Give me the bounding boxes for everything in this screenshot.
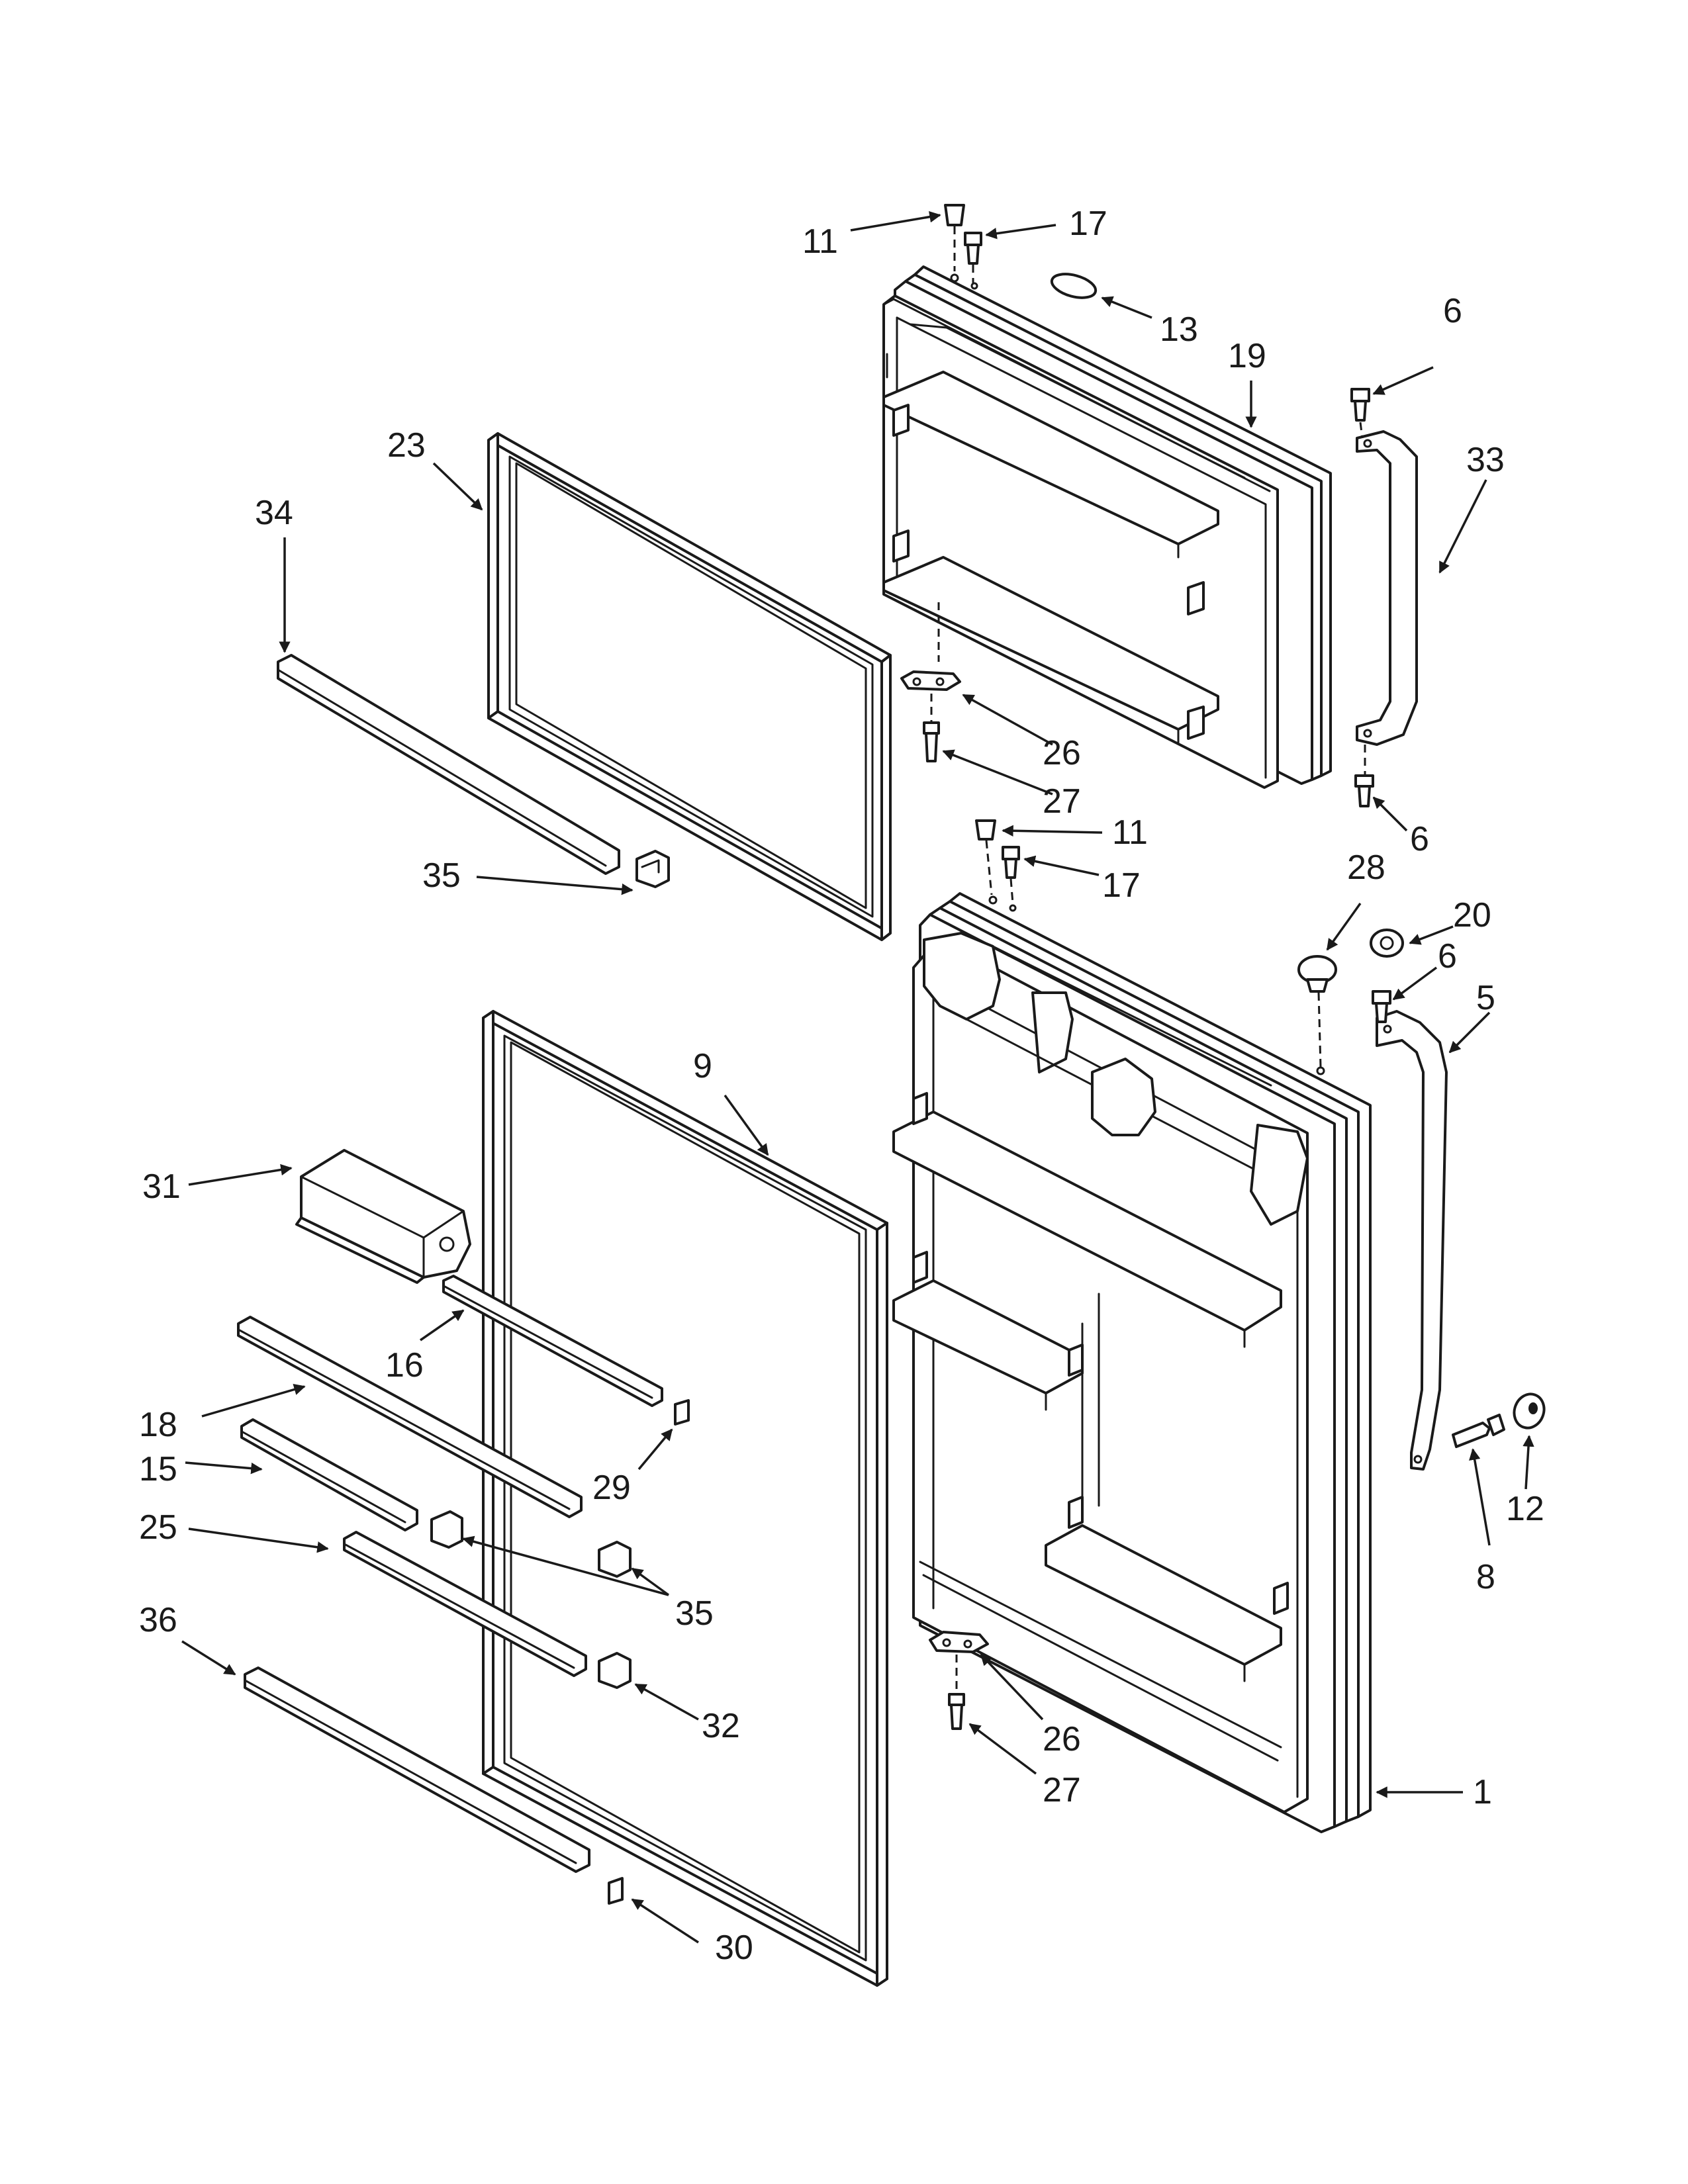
part-20-cap — [1370, 929, 1404, 958]
callout-36: 36 — [139, 1601, 177, 1639]
callout-29: 29 — [592, 1469, 631, 1507]
callout-26-bottom: 26 — [1043, 1720, 1081, 1758]
callout-34: 34 — [255, 494, 293, 532]
callout-16: 16 — [385, 1346, 424, 1385]
callout-11-top: 11 — [802, 222, 838, 261]
fresh-food-handle — [1372, 990, 1448, 1471]
callout-28: 28 — [1347, 848, 1385, 887]
callout-27-bottom: 27 — [1043, 1771, 1081, 1809]
callout-9: 9 — [693, 1047, 712, 1085]
callout-27-top: 27 — [1043, 782, 1081, 821]
shelf-rail-36 — [244, 1666, 624, 1905]
callout-1: 1 — [1473, 1773, 1492, 1811]
callout-labels: 11 17 13 19 6 33 23 34 26 27 6 11 17 35 … — [139, 205, 1544, 1967]
callout-33: 33 — [1466, 441, 1505, 479]
freezer-bottom-hinge — [900, 602, 961, 762]
callout-26-top: 26 — [1043, 734, 1081, 772]
fresh-food-top-hardware — [975, 819, 1020, 904]
fresh-food-door — [892, 892, 1372, 1833]
freezer-shelf-rail — [277, 654, 670, 888]
callout-6-b: 6 — [1410, 820, 1429, 858]
screw-8-and-cap-12 — [1452, 1392, 1546, 1448]
part-13-plug — [1050, 273, 1098, 299]
shelf-rail-25 — [343, 1531, 632, 1689]
callout-23: 23 — [387, 426, 426, 465]
callout-13: 13 — [1160, 310, 1198, 349]
callout-8: 8 — [1476, 1558, 1495, 1596]
callout-12: 12 — [1506, 1490, 1544, 1528]
callout-32: 32 — [702, 1707, 740, 1745]
leader-lines — [181, 211, 1534, 1944]
callout-35-top: 35 — [422, 856, 461, 895]
callout-30: 30 — [715, 1929, 753, 1967]
clip-35-right — [598, 1541, 632, 1578]
shelf-rail-16 — [442, 1275, 690, 1426]
part-28-plug — [1297, 955, 1337, 1068]
callout-6-c: 6 — [1438, 937, 1457, 976]
callout-5: 5 — [1476, 979, 1495, 1017]
callout-18: 18 — [139, 1406, 177, 1444]
dairy-door — [295, 1149, 471, 1284]
freezer-door — [882, 265, 1332, 789]
callout-19: 19 — [1228, 337, 1266, 375]
callout-25: 25 — [139, 1508, 177, 1547]
freezer-gasket — [487, 432, 892, 941]
callout-11-mid: 11 — [1112, 813, 1148, 852]
callout-20: 20 — [1453, 896, 1491, 934]
fresh-food-gasket — [482, 1010, 888, 1987]
callout-15: 15 — [139, 1450, 177, 1488]
callout-17-top: 17 — [1069, 205, 1107, 243]
shelf-rail-15 — [240, 1418, 463, 1549]
callout-31: 31 — [142, 1167, 181, 1206]
callout-35-bottom: 35 — [675, 1594, 714, 1633]
shelf-rail-18 — [237, 1316, 583, 1518]
callout-6-a: 6 — [1443, 292, 1462, 330]
freezer-door-top-hardware — [944, 204, 982, 283]
callout-17-mid: 17 — [1102, 866, 1141, 905]
fresh-food-bottom-hinge — [929, 1631, 989, 1730]
freezer-handle — [1350, 388, 1418, 807]
